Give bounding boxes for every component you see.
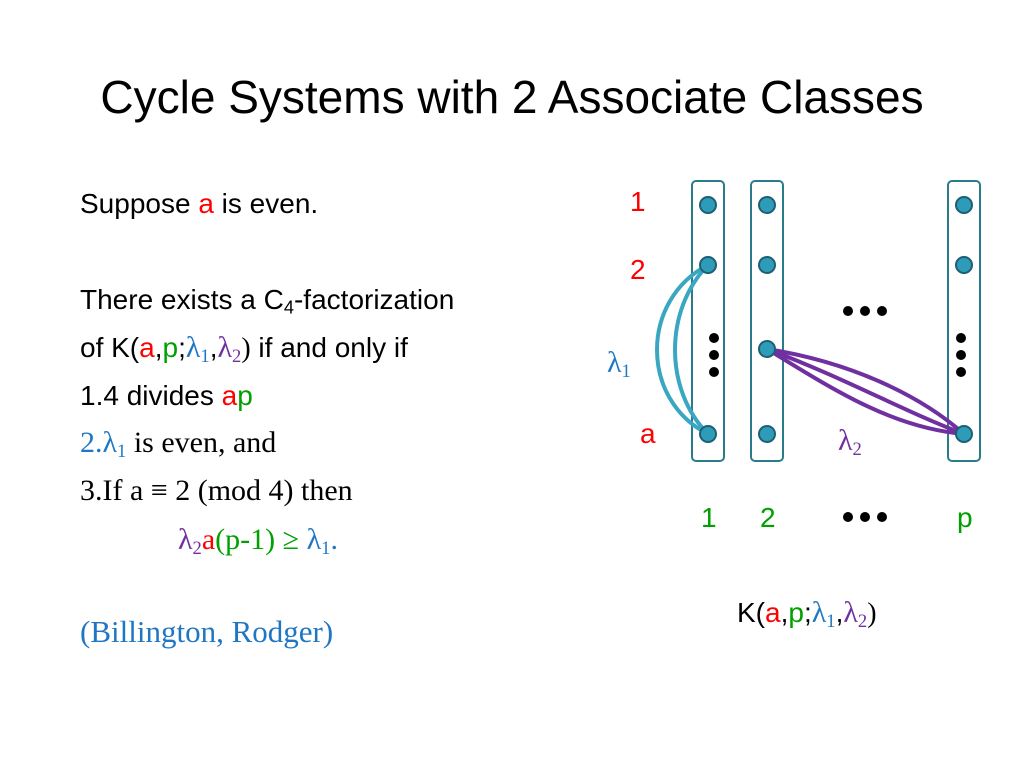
lambda2-edge-label: λ2: [838, 424, 862, 461]
citation: (Billington, Rodger): [80, 614, 334, 649]
diagram-caption: K(a,p;λ1,λ2): [737, 596, 877, 633]
part-column-2: [750, 180, 784, 462]
horizontal-ellipsis-top: [843, 306, 887, 316]
exists-line: There exists a C4-factorization: [80, 284, 455, 318]
row-label-1: 1: [630, 186, 646, 217]
col-label-1: 1: [701, 502, 717, 533]
lambda1-edge-label: λ1: [607, 346, 631, 383]
part-column-p: [947, 180, 981, 462]
condition-2: 2.λ1 is even, and: [80, 426, 277, 463]
slide-title: Cycle Systems with 2 Associate Classes: [100, 71, 924, 123]
row-label-a: a: [640, 418, 656, 449]
var-a: a: [198, 188, 214, 219]
condition-3: 3.If a ≡ 2 (mod 4) then: [80, 474, 353, 507]
suppose-line: Suppose a is even.: [80, 188, 319, 219]
vertices: [699, 196, 973, 443]
lambda2-edges: [765, 347, 966, 436]
col-label-2: 2: [760, 502, 776, 533]
col-label-p: p: [957, 502, 973, 533]
horizontal-ellipsis-bottom: [843, 512, 887, 522]
row-label-2: 2: [630, 254, 646, 285]
lambda2-symbol: λ2: [217, 331, 242, 368]
of-k-line: of K(a,p;λ1,λ2) if and only if: [80, 331, 408, 368]
part-column-1: [691, 180, 725, 462]
lambda1-symbol: λ1: [185, 331, 210, 368]
condition-3-expression: λ2a(p-1) ≥ λ1.: [178, 523, 338, 560]
condition-1: 1.4 divides ap: [80, 380, 253, 411]
